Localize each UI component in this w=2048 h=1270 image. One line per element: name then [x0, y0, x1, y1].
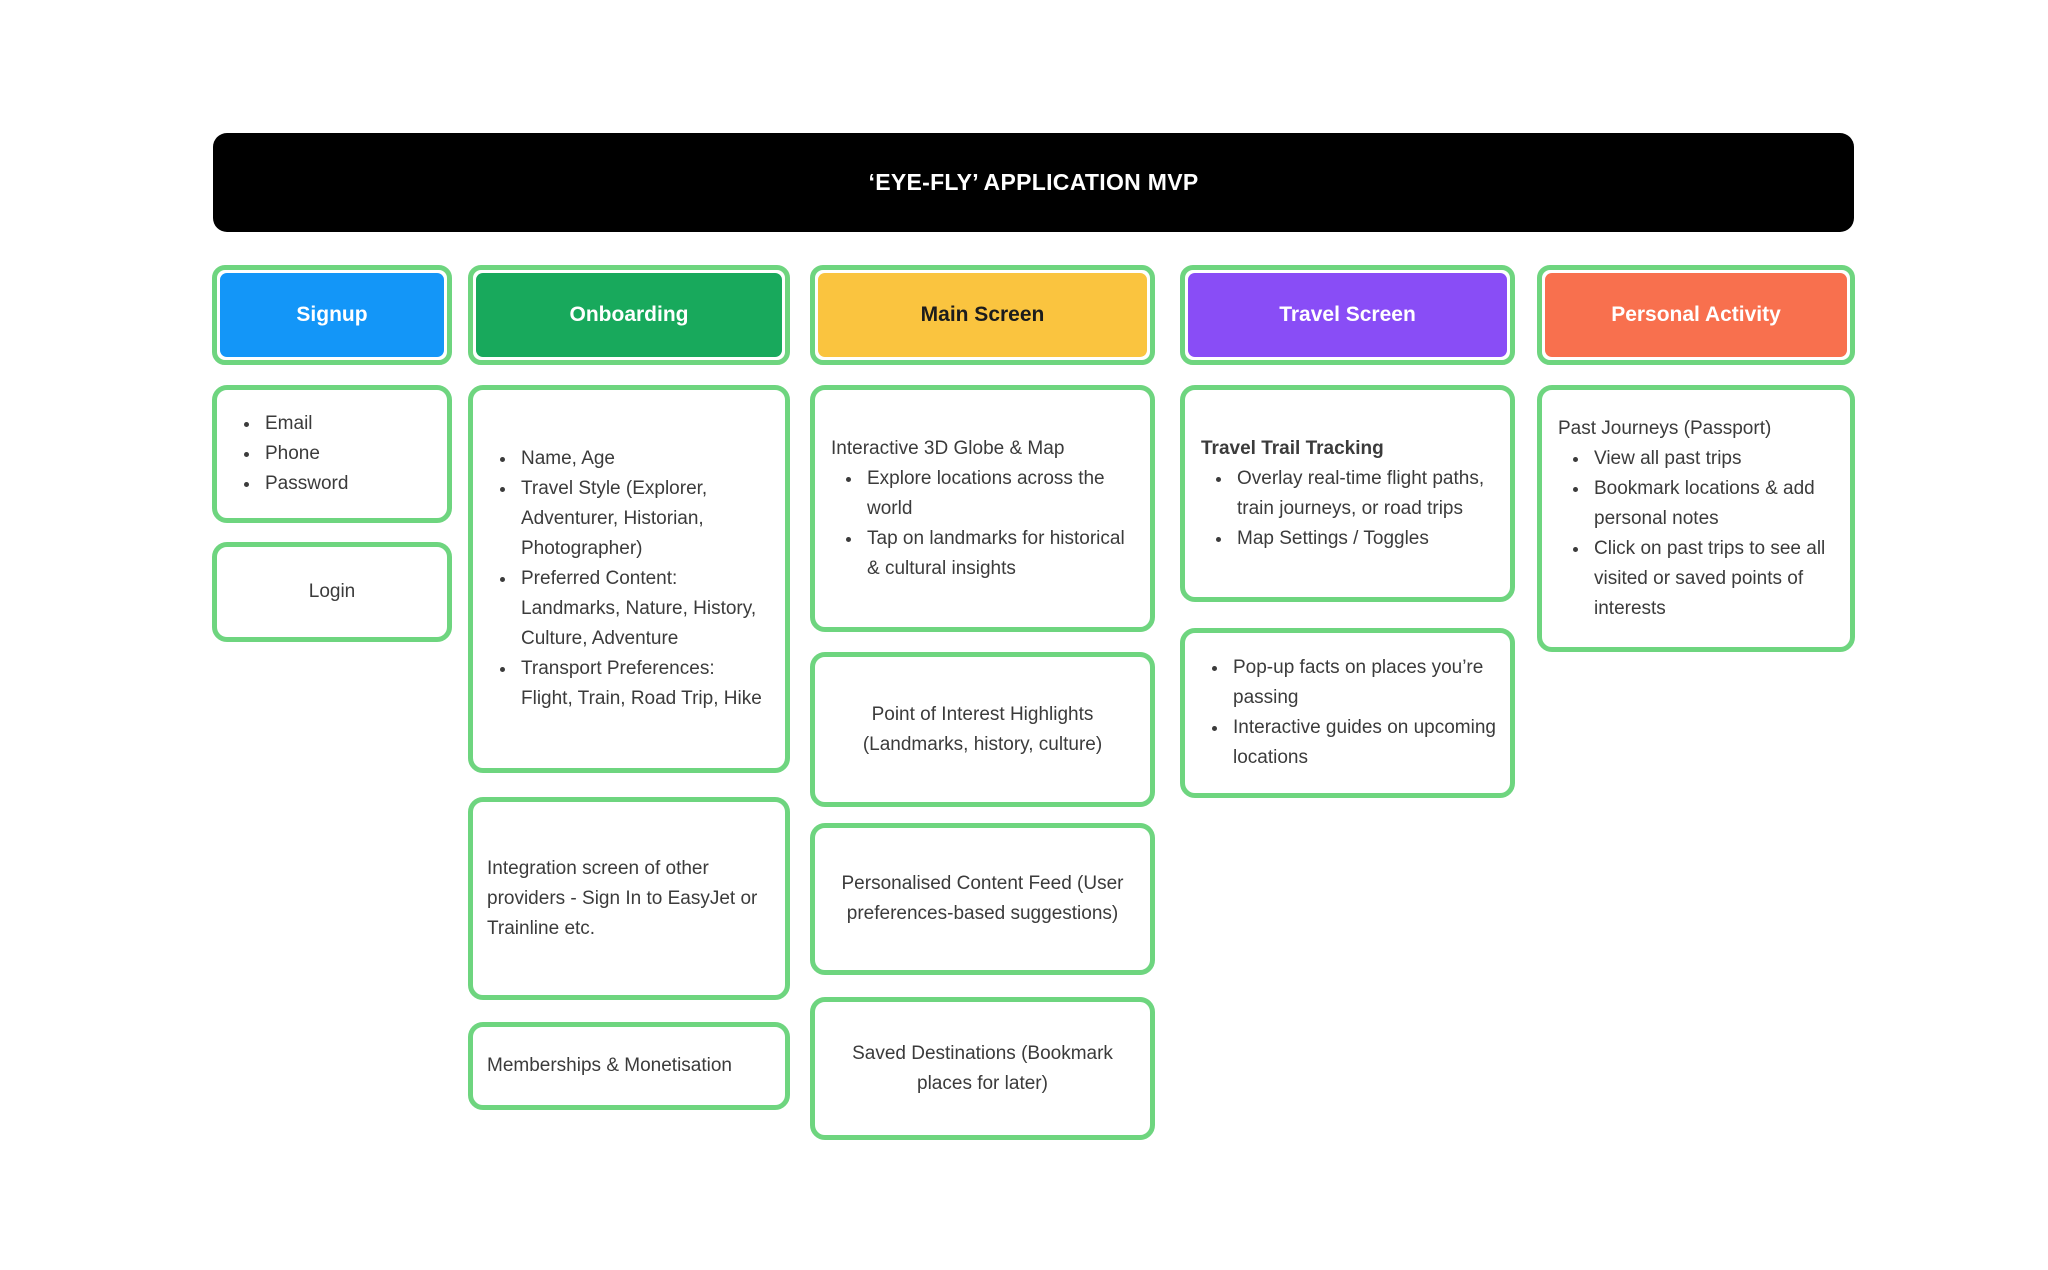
- bullet-list: Overlay real-time flight paths, train jo…: [1201, 464, 1496, 554]
- list-item: Preferred Content: Landmarks, Nature, Hi…: [517, 564, 771, 654]
- onboarding-box-1: Name, AgeTravel Style (Explorer, Adventu…: [468, 385, 790, 773]
- onboarding-box-3: Memberships & Monetisation: [468, 1022, 790, 1110]
- bullet-list: Pop-up facts on places you’re passingInt…: [1185, 653, 1510, 773]
- box-text: Point of Interest Highlights (Landmarks,…: [862, 703, 1103, 755]
- column-header-onboarding: Onboarding: [468, 265, 790, 365]
- bullet-list: Name, AgeTravel Style (Explorer, Adventu…: [473, 444, 785, 714]
- list-item: Overlay real-time flight paths, train jo…: [1233, 464, 1496, 524]
- titled-content: Travel Trail TrackingOverlay real-time f…: [1185, 434, 1510, 554]
- column-header-fill: Travel Screen: [1188, 273, 1507, 357]
- column-header-main-screen: Main Screen: [810, 265, 1155, 365]
- list-item: View all past trips: [1590, 444, 1836, 474]
- box-text: Personalised Content Feed (User preferen…: [841, 873, 1124, 924]
- box-text: Saved Destinations (Bookmark places for …: [852, 1042, 1113, 1094]
- titled-content: Interactive 3D Globe & MapExplore locati…: [815, 434, 1150, 584]
- box-title: Travel Trail Tracking: [1201, 437, 1384, 459]
- column-header-fill: Personal Activity: [1545, 273, 1847, 357]
- column-header-label: Signup: [296, 303, 368, 326]
- column-header-label: Onboarding: [569, 303, 689, 326]
- list-item: Tap on landmarks for historical & cultur…: [863, 524, 1136, 584]
- column-onboarding: OnboardingName, AgeTravel Style (Explore…: [468, 265, 790, 1110]
- main-screen-box-3: Personalised Content Feed (User preferen…: [810, 823, 1155, 975]
- box-text: Integration screen of other providers - …: [487, 857, 758, 939]
- travel-screen-box-2: Pop-up facts on places you’re passingInt…: [1180, 628, 1515, 798]
- list-item: Email: [261, 409, 433, 439]
- signup-box-1: EmailPhonePassword: [212, 385, 452, 523]
- box-title: Interactive 3D Globe & Map: [831, 437, 1065, 459]
- column-header-label: Personal Activity: [1611, 303, 1781, 326]
- list-item: Travel Style (Explorer, Adventurer, Hist…: [517, 474, 771, 564]
- app-title-bar: ‘EYE-FLY’ APPLICATION MVP: [213, 133, 1854, 232]
- column-header-fill: Signup: [220, 273, 444, 357]
- signup-box-2: Login: [212, 542, 452, 642]
- app-title: ‘EYE-FLY’ APPLICATION MVP: [868, 169, 1199, 195]
- list-item: Click on past trips to see all visited o…: [1590, 534, 1836, 624]
- bullet-list: EmailPhonePassword: [217, 409, 447, 499]
- list-item: Name, Age: [517, 444, 771, 474]
- main-screen-box-4: Saved Destinations (Bookmark places for …: [810, 997, 1155, 1140]
- box-title: Past Journeys (Passport): [1558, 417, 1772, 439]
- box-text: Login: [308, 581, 356, 602]
- bullet-list: View all past tripsBookmark locations & …: [1558, 444, 1836, 624]
- column-header-travel-screen: Travel Screen: [1180, 265, 1515, 365]
- column-header-fill: Main Screen: [818, 273, 1147, 357]
- bullet-list: Explore locations across the worldTap on…: [831, 464, 1136, 584]
- column-header-personal-activity: Personal Activity: [1537, 265, 1855, 365]
- main-screen-box-2: Point of Interest Highlights (Landmarks,…: [810, 652, 1155, 807]
- column-header-label: Travel Screen: [1279, 303, 1416, 326]
- column-signup: SignupEmailPhonePasswordLogin: [212, 265, 452, 642]
- list-item: Explore locations across the world: [863, 464, 1136, 524]
- list-item: Password: [261, 469, 433, 499]
- travel-screen-box-1: Travel Trail TrackingOverlay real-time f…: [1180, 385, 1515, 602]
- list-item: Phone: [261, 439, 433, 469]
- main-screen-box-1: Interactive 3D Globe & MapExplore locati…: [810, 385, 1155, 632]
- onboarding-box-2: Integration screen of other providers - …: [468, 797, 790, 1000]
- titled-content: Past Journeys (Passport) View all past tr…: [1542, 414, 1850, 624]
- column-header-signup: Signup: [212, 265, 452, 365]
- list-item: Interactive guides on upcoming locations: [1229, 713, 1496, 773]
- box-text: Memberships & Monetisation: [487, 1055, 732, 1076]
- list-item: Pop-up facts on places you’re passing: [1229, 653, 1496, 713]
- list-item: Transport Preferences: Flight, Train, Ro…: [517, 654, 771, 714]
- list-item: Map Settings / Toggles: [1233, 524, 1496, 554]
- column-header-label: Main Screen: [920, 303, 1045, 326]
- personal-activity-box-1: Past Journeys (Passport) View all past tr…: [1537, 385, 1855, 652]
- list-item: Bookmark locations & add personal notes: [1590, 474, 1836, 534]
- column-header-fill: Onboarding: [476, 273, 782, 357]
